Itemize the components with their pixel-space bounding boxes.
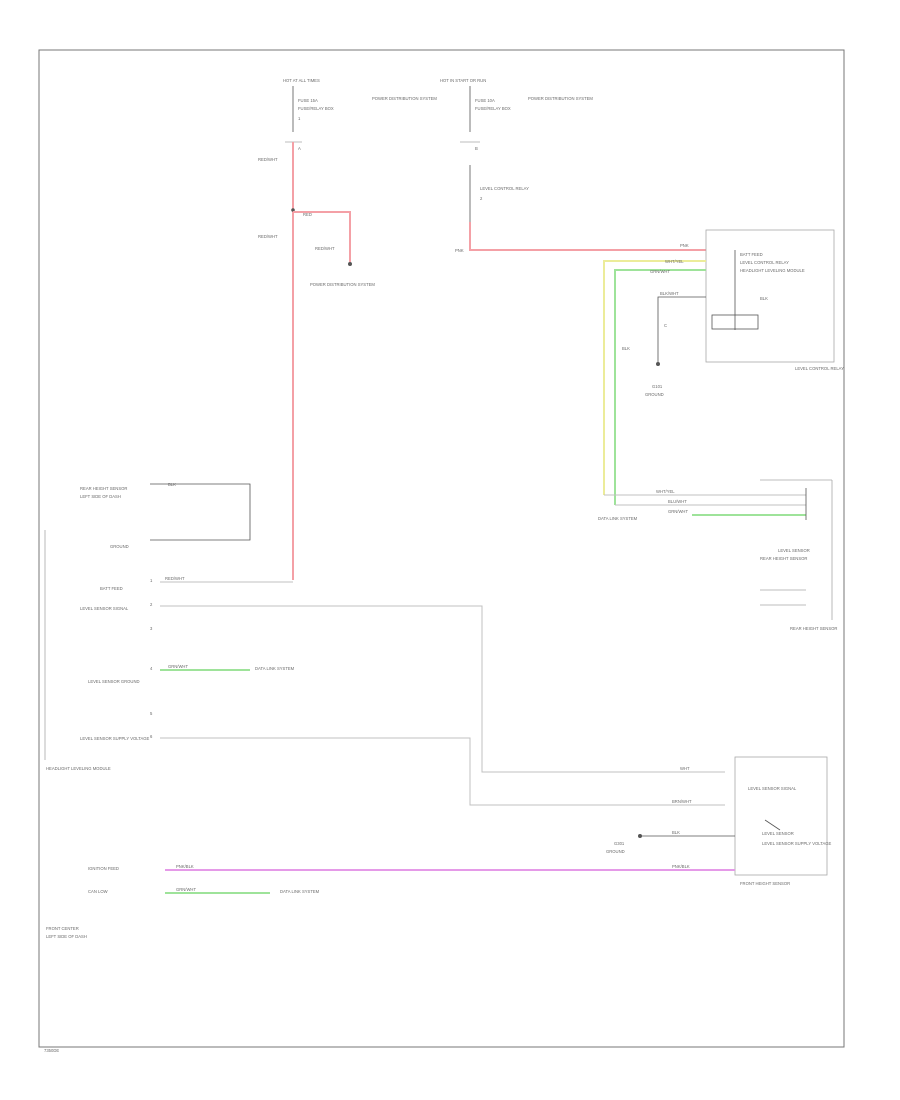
wire-yellow <box>603 260 706 495</box>
fuse-left-box-label: POWER DISTRIBUTION SYSTEM <box>372 96 437 101</box>
fuse-right-group: HOT IN START OR RUN FUSE 10A FUSE/RELAY … <box>440 78 593 222</box>
wire-red-label-2: RED/WHT <box>258 234 278 239</box>
pin-3-left: 3 <box>150 626 153 631</box>
can-label: CAN LOW <box>88 889 108 894</box>
ign-feed-label: IGNITION FEED <box>88 866 119 871</box>
fuse-left-desc: FUSE/RELAY BOX <box>298 106 334 111</box>
relay-box-title-2: LEVEL CONTROL RELAY <box>740 260 789 265</box>
relay-ground-wire <box>657 296 706 362</box>
bottom-module-inner-1: LEVEL SENSOR <box>762 831 794 836</box>
hot-in-run-label: HOT IN START OR RUN <box>440 78 486 83</box>
splice-top <box>291 208 295 212</box>
sensor-connector-caption: REAR HEIGHT SENSOR <box>790 626 837 631</box>
footer-code: 7350DE <box>44 1048 59 1053</box>
sensor-wire-1-label: WHT/YEL <box>656 489 675 494</box>
wire-green-left-label: GRN/WHT <box>168 664 188 669</box>
wire-batt-feed-label: RED/WHT <box>165 576 185 581</box>
relay-ground-wire-label-2: BLK <box>622 346 630 351</box>
power-dist-terminal <box>348 262 352 266</box>
ground-g2-wire-label: BLK <box>672 830 680 835</box>
wire-green-bottom-label: GRN/WHT <box>176 887 196 892</box>
sensor-signal-label: LEVEL SENSOR SIGNAL <box>80 606 129 611</box>
data-link-label: DATA LINK SYSTEM <box>598 516 638 521</box>
batt-feed-label: BATT FEED <box>100 586 123 591</box>
pin-6-left: 6 <box>150 734 153 739</box>
sensor-wire-2-label: BLU/WHT <box>668 499 687 504</box>
relay-box-title-1: BATT FEED <box>740 252 763 257</box>
wire-green-top <box>614 269 706 505</box>
relay-ground-wire-label: BLK/WHT <box>660 291 679 296</box>
fuse-right-box-label: POWER DISTRIBUTION SYSTEM <box>528 96 593 101</box>
wire-wht-yel-label: WHT/YEL <box>665 259 684 264</box>
left-module: REAR HEIGHT SENSOR LEFT SIDE OF DASH GRO… <box>44 482 251 771</box>
relay-ground-dot <box>656 362 660 366</box>
ground-g2-desc: GROUND <box>606 849 625 854</box>
ground-label-left: GROUND <box>110 544 129 549</box>
sensor-ground-label: LEVEL SENSOR GROUND <box>88 679 140 684</box>
wire-red-label-1: RED/WHT <box>258 157 278 162</box>
relay-box-title-3: HEADLIGHT LEVELING MODULE <box>740 268 805 273</box>
fuse-left-label: FUSE 15A <box>298 98 318 103</box>
connector-right-top-pin: B <box>475 146 478 151</box>
sensor-connector-label-2: REAR HEIGHT SENSOR <box>760 556 807 561</box>
bottom-module-caption: FRONT HEIGHT SENSOR <box>740 881 790 886</box>
wire-supply-label: BRN/WHT <box>672 799 692 804</box>
wire-red-branch-label: RED <box>303 212 312 217</box>
sensor-wire-3-label: GRN/WHT <box>668 509 688 514</box>
sensor-connector-right: WHT/YEL BLU/WHT GRN/WHT DATA LINK SYSTEM… <box>598 479 837 631</box>
bottom-module-inner-2: LEVEL SENSOR SUPPLY VOLTAGE <box>762 841 832 846</box>
left-module-box <box>150 483 251 541</box>
bottom-module-title: LEVEL SENSOR SIGNAL <box>748 786 797 791</box>
connector-left-top-pin: A <box>298 146 301 151</box>
wire-red-to-relay <box>469 222 706 251</box>
pin-4-left: 4 <box>150 666 153 671</box>
wire-pnk-label-1: PNK <box>455 248 464 253</box>
fuse-right-desc: FUSE/RELAY BOX <box>475 106 511 111</box>
wire-red-branch <box>293 211 351 262</box>
bottom-right-module: LEVEL SENSOR SIGNAL LEVEL SENSOR LEVEL S… <box>734 756 832 886</box>
sensor-supply-label: LEVEL SENSOR SUPPLY VOLTAGE <box>80 736 150 741</box>
wire-grn-wht-label: GRN/WHT <box>650 269 670 274</box>
pin-2-left: 2 <box>150 602 153 607</box>
wire-signal-label: WHT <box>680 766 690 771</box>
wire-sensor-signal <box>160 605 725 773</box>
ground-g2-label: G301 <box>614 841 625 846</box>
relay-gnd-label: BLK <box>760 296 768 301</box>
data-link-bottom-label: DATA LINK SYSTEM <box>280 889 320 894</box>
ground-g1-desc: GROUND <box>645 392 664 397</box>
fuse-right-label: FUSE 10A <box>475 98 495 103</box>
rear-height-sensor-label: REAR HEIGHT SENSOR <box>80 486 127 491</box>
pin-1-left: 1 <box>150 578 153 583</box>
front-center-desc: LEFT SIDE OF DASH <box>46 934 87 939</box>
rear-height-sensor-desc: LEFT SIDE OF DASH <box>80 494 121 499</box>
bottom-module-switch <box>764 819 781 831</box>
relay-box-caption: LEVEL CONTROL RELAY <box>795 366 844 371</box>
wire-pnk-label-2: PNK <box>680 243 689 248</box>
relay-label-pin: 2 <box>480 196 483 201</box>
power-dist-label: POWER DISTRIBUTION SYSTEM <box>310 282 375 287</box>
pin-5-left: 5 <box>150 711 153 716</box>
wire-blk-label-left: BLK <box>168 482 176 487</box>
fuse-left-pin: 1 <box>298 116 301 121</box>
wire-pink-label-right: PNK/BLK <box>672 864 690 869</box>
relay-coil <box>711 314 759 330</box>
relay-box-right: BATT FEED LEVEL CONTROL RELAY HEADLIGHT … <box>705 229 844 371</box>
diagram-frame <box>38 49 845 1048</box>
data-link-left-label: DATA LINK SYSTEM <box>255 666 295 671</box>
relay-ground-connector: C <box>664 323 667 328</box>
wire-pink-label-left: PNK/BLK <box>176 864 194 869</box>
fuse-left-group: HOT AT ALL TIMES FUSE 15A FUSE/RELAY BOX… <box>283 78 437 151</box>
hot-at-all-times-label: HOT AT ALL TIMES <box>283 78 320 83</box>
ground-g1-label: G101 <box>652 384 663 389</box>
bottom-module-box <box>734 756 828 876</box>
front-center-label: FRONT CENTER <box>46 926 79 931</box>
relay-box <box>705 229 835 363</box>
module-left-label: HEADLIGHT LEVELING MODULE <box>46 766 111 771</box>
wire-sensor-supply <box>160 737 725 806</box>
wire-red-branch-label-2: RED/WHT <box>315 246 335 251</box>
sensor-connector-label: LEVEL SENSOR <box>778 548 810 553</box>
relay-label-top: LEVEL CONTROL RELAY <box>480 186 529 191</box>
